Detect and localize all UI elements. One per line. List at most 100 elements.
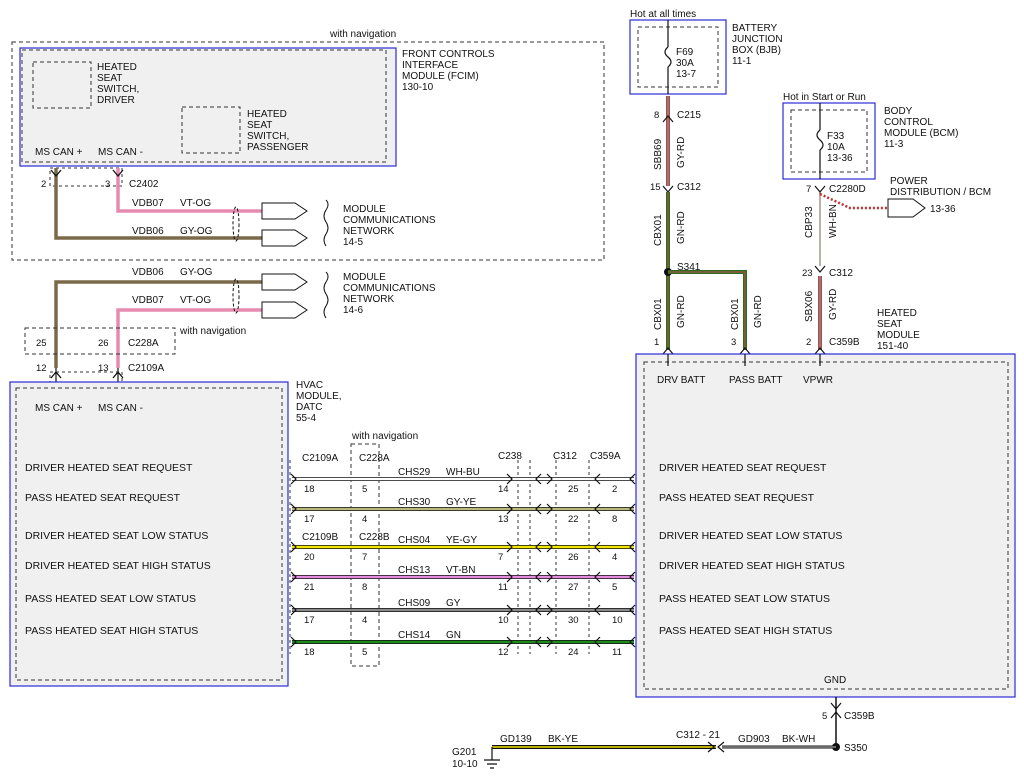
mid-vt-og-wire	[116, 308, 262, 368]
hsm-inner-dashed	[643, 361, 1009, 690]
bcm-color-1: WH-BN	[828, 204, 839, 238]
batt-circuit-2: CBX01	[653, 214, 664, 246]
signal-pin: 21	[304, 582, 315, 593]
power-dist-plug	[887, 198, 926, 218]
signal-pin: 10	[498, 615, 509, 626]
hvac-inner-dashed	[15, 387, 283, 681]
signal-wire-color: GY	[446, 598, 461, 609]
sig-conn-c228b: C228B	[359, 532, 390, 543]
signal-wire-color: YE-GY	[446, 535, 477, 546]
signal-pin: 4	[362, 514, 367, 525]
bcm-conn-top: C2280D	[829, 184, 866, 195]
ground-pin: 5	[822, 711, 827, 722]
hsm-module: 1 3 2 C359B DRV BATT PASS BATT VPWR GND …	[635, 308, 1016, 698]
signal-pin: 5	[362, 647, 367, 658]
bjb-section: Hot at all times F69 30A 13-7 BATTERY JU…	[629, 9, 783, 95]
fcim-vt-og-wire	[116, 168, 262, 213]
signal-pin: 17	[304, 615, 315, 626]
signal-pin: 4	[362, 615, 367, 626]
sig-conn-c2109b: C2109B	[302, 532, 338, 543]
fcim-gy-og-wire	[54, 168, 262, 240]
bcm-box	[782, 102, 876, 180]
signal-pin: 2	[612, 484, 617, 495]
signal-pin: 11	[612, 647, 622, 658]
network-mid-section: VDB06 GY-OG VDB07 VT-OG MODULE COMMUNICA…	[24, 267, 438, 385]
hvac-module-box	[9, 381, 289, 687]
signal-pin: 18	[304, 647, 315, 658]
fuse-icon	[664, 46, 672, 68]
fcim-navigation-boundary	[11, 41, 605, 261]
net-mid-circuit-1: VDB06	[132, 267, 164, 278]
signal-pin: 30	[568, 615, 579, 626]
bcm-fuse-label: F33 10A 13-36	[827, 131, 853, 164]
fcim-can-minus-term	[112, 169, 124, 178]
passenger-switch-box	[181, 106, 241, 154]
signal-pin: 8	[362, 582, 367, 593]
hvac-signal-label: DRIVER HEATED SEAT LOW STATUS	[25, 530, 208, 542]
hot-in-start-or-run-note: Hot in Start or Run	[783, 92, 866, 103]
with-navigation-note-bottom: with navigation	[351, 431, 418, 442]
fcim-title: FRONT CONTROLS INTERFACE MODULE (FCIM) 1…	[402, 49, 497, 93]
signal-pin: 14	[498, 484, 509, 495]
fcim-can-plus-label: MS CAN +	[35, 147, 83, 158]
hsm-pin-vpwr: 2	[806, 337, 811, 348]
c228a-pin-2: 26	[98, 338, 109, 349]
batt-pin-mid: 15	[650, 182, 661, 193]
hvac-module: MS CAN + MS CAN - HVAC MODULE, DATC 55-4	[9, 380, 344, 687]
batt-color-3: GN-RD	[676, 295, 687, 328]
sig-conn-c2109a: C2109A	[302, 453, 338, 464]
hvac-signal-label: PASS HEATED SEAT HIGH STATUS	[25, 625, 198, 637]
signal-pin: 8	[612, 514, 617, 525]
ground-splice-label: S350	[844, 743, 868, 754]
hsm-drv-batt-label: DRV BATT	[657, 375, 706, 386]
net-mid-color-1: GY-OG	[180, 267, 213, 278]
fcim-pin-can-minus: 3	[105, 179, 110, 190]
twist-icon	[232, 206, 240, 242]
ground-g-ref: 10-10	[452, 759, 478, 770]
driver-switch-label: HEATED SEAT SWITCH, DRIVER	[97, 62, 142, 106]
ground-connector: C359B	[844, 711, 875, 722]
batt-splice-label: S341	[677, 262, 701, 273]
net-mid-title: MODULE COMMUNICATIONS NETWORK 14-6	[343, 272, 438, 316]
net-top-color-1: VT-OG	[180, 198, 211, 209]
signal-pin: 20	[304, 552, 315, 563]
hsm-title: HEATED SEAT MODULE 151-40	[877, 308, 923, 352]
inline-connectors: with navigation C2109A C228A C238 C312 C…	[289, 431, 621, 667]
c228a-connector-label: C228A	[128, 338, 159, 349]
c228a-pin-1: 25	[36, 338, 47, 349]
fuse-icon	[816, 129, 824, 151]
bcm-inner-dashed	[790, 109, 868, 173]
batt-color-1: GY-RD	[676, 137, 687, 168]
net-top-brace-icon	[323, 199, 329, 247]
bcm-pin-top: 7	[806, 184, 811, 195]
signal-pin: 7	[498, 552, 503, 563]
signal-circuit: CHS09	[398, 598, 431, 609]
hsm-pin-drv: 1	[654, 337, 659, 348]
hvac-can-minus-label: MS CAN -	[98, 403, 143, 414]
fcim-can-minus-label: MS CAN -	[98, 147, 143, 158]
batt-circuit-1: SBB69	[653, 138, 664, 170]
hvac-signal-label: PASS HEATED SEAT LOW STATUS	[25, 593, 196, 605]
net-top-circuit-2: VDB06	[132, 226, 164, 237]
signal-pin: 4	[612, 552, 617, 563]
driver-switch-box	[32, 61, 92, 109]
bjb-box	[629, 19, 727, 95]
ground-g-label: G201	[452, 747, 477, 758]
sig-conn-c359a: C359A	[590, 451, 621, 462]
batt-circuit-3: CBX01	[653, 298, 664, 330]
bcm-conn-mid: C312	[829, 268, 853, 279]
twist-icon	[232, 278, 240, 314]
signal-pin: 5	[612, 582, 617, 593]
ground-circuit-1: GD139	[500, 734, 532, 745]
passenger-switch-label: HEATED SEAT SWITCH, PASSENGER	[247, 109, 309, 153]
with-navigation-note-top: with navigation	[329, 29, 396, 40]
hsm-connector-label: C359B	[829, 337, 860, 348]
bcm-feed: 7 C2280D POWER DISTRIBUTION / BCM 13-36 …	[802, 176, 991, 350]
hvac-title: HVAC MODULE, DATC 55-4	[296, 380, 344, 424]
